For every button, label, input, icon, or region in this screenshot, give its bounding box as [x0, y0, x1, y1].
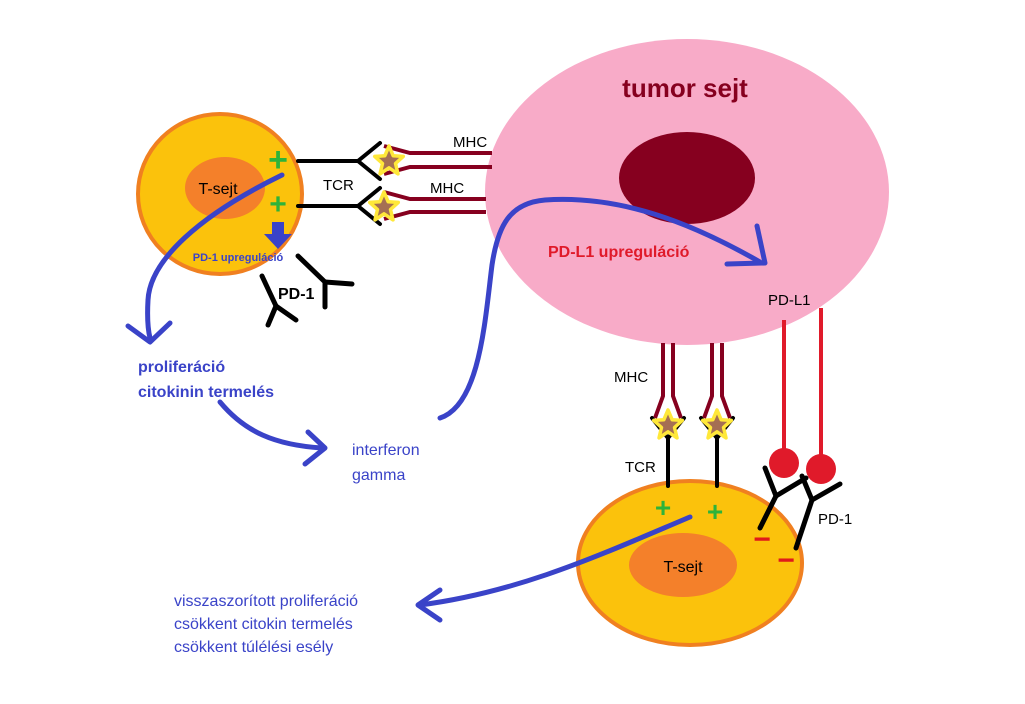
antigen-star-top-1 [372, 144, 406, 176]
arrowhead-interferon [302, 429, 328, 467]
pd1-upregulation-arrow [264, 222, 292, 249]
label-tcr-top: TCR [323, 177, 354, 194]
pd1-receptor-top-2 [259, 273, 299, 328]
antigen-star-top-2 [367, 190, 401, 222]
tcr-receptor-top-2 [296, 186, 382, 226]
label-t-cell-top: T-sejt [198, 181, 238, 198]
minus-sign-bottom-2: − [777, 544, 795, 577]
arrowhead-proliferation [125, 320, 173, 345]
plus-sign-top-2: + [269, 188, 287, 221]
mhc-molecule-bottom-1 [653, 343, 683, 419]
label-pd1-upregulation: PD-1 upreguláció [193, 252, 284, 264]
plus-sign-top-1: + [268, 141, 288, 179]
label-suppressed-line1: visszaszorított proliferáció [174, 593, 358, 610]
plus-sign-bottom-2: + [707, 496, 723, 527]
antigen-star-bottom-1 [651, 408, 685, 440]
pd1-receptor-bottom-1 [757, 465, 809, 531]
label-interferon-line1: interferon [352, 442, 420, 459]
label-tcr-bottom: TCR [625, 459, 656, 476]
plus-sign-bottom-1: + [655, 492, 671, 523]
label-interferon-line2: gamma [352, 467, 405, 484]
label-suppressed-line3: csökkent túlélési esély [174, 639, 333, 656]
label-t-cell-bottom: T-sejt [663, 559, 703, 576]
arrow-proliferation-to-interferon [217, 399, 325, 451]
label-suppressed-line2: csökkent citokin termelés [174, 616, 353, 633]
label-pdl1-receptor: PD-L1 [768, 292, 811, 309]
arrow-interferon-to-tumor [437, 196, 763, 421]
arrowhead-pdl1 [724, 223, 768, 267]
antigen-star-bottom-2 [700, 408, 734, 440]
label-proliferation-line2: citokinin termelés [138, 384, 274, 401]
minus-sign-bottom-1: − [753, 523, 771, 556]
pdl1-receptor-2 [806, 308, 836, 484]
arrowhead-suppressed [415, 587, 443, 623]
pd1-receptor-top-1 [295, 253, 355, 310]
tcr-receptor-top-1 [296, 141, 382, 181]
label-pd1-top: PD-1 [278, 286, 315, 303]
label-mhc-bottom: MHC [614, 369, 648, 386]
t-cell-bottom-nucleus [629, 533, 737, 597]
label-pd1-bottom: PD-1 [818, 511, 852, 528]
mhc-molecule-bottom-2 [702, 343, 732, 419]
label-proliferation-line1: proliferáció [138, 359, 225, 376]
tumor-nucleus [619, 132, 755, 224]
t-cell-top-nucleus [185, 157, 265, 219]
label-mhc-top-1: MHC [453, 134, 487, 151]
pdl1-receptor-1 [769, 320, 799, 478]
arrow-tcell-to-proliferation [145, 172, 285, 341]
label-mhc-top-2: MHC [430, 180, 464, 197]
label-tumor-cell: tumor sejt [622, 73, 748, 103]
arrow-tcell-to-suppressed [417, 514, 693, 608]
pd1-receptor-bottom-2 [793, 473, 843, 551]
label-pdl1-upregulation: PD-L1 upreguláció [548, 244, 690, 261]
